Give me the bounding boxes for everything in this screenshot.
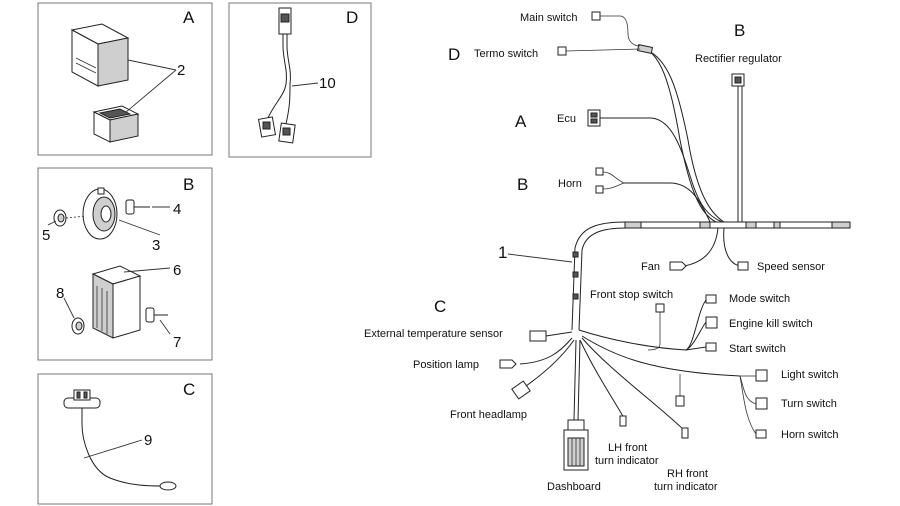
part-number-6: 6 xyxy=(173,262,181,279)
label-lh-front-line-1: LH front xyxy=(608,442,647,454)
regulator-drawing xyxy=(91,265,142,339)
screw-4-drawing xyxy=(125,199,150,215)
label-dashboard: Dashboard xyxy=(547,481,601,493)
part-number-10: 10 xyxy=(319,75,336,92)
part-number-3: 3 xyxy=(152,237,160,254)
panel-c-letter: C xyxy=(183,380,195,399)
temperature-sensor-drawing xyxy=(63,389,177,491)
label-start-switch: Start switch xyxy=(729,343,786,355)
leader-line xyxy=(291,82,319,87)
label-speed-sensor: Speed sensor xyxy=(757,261,825,273)
ecu-unit-drawing xyxy=(70,23,130,87)
part-number-7: 7 xyxy=(173,334,181,351)
turn-switch-connector xyxy=(755,397,768,410)
label-main-switch: Main switch xyxy=(520,12,577,24)
mode-switch-connector xyxy=(705,294,717,304)
label-front-stop-switch: Front stop switch xyxy=(590,289,673,301)
horn-connectors xyxy=(595,167,604,194)
leader-line xyxy=(63,297,75,319)
label-light-switch: Light switch xyxy=(781,369,838,381)
label-external-temperature-sensor: External temperature sensor xyxy=(364,328,503,340)
horn-switch-connector xyxy=(755,429,767,439)
section-letter-c: C xyxy=(434,297,446,316)
part-number-2: 2 xyxy=(177,62,185,79)
speed-sensor-connector xyxy=(737,261,749,271)
label-fan: Fan xyxy=(641,261,660,273)
label-engine-kill-switch: Engine kill switch xyxy=(729,318,813,330)
adapter-cable-drawing xyxy=(257,7,296,144)
leader-line xyxy=(125,69,177,113)
panel-b-letter: B xyxy=(183,175,194,194)
label-turn-switch: Turn switch xyxy=(781,398,837,410)
section-letter-b-horn: B xyxy=(517,175,528,194)
label-horn-switch: Horn switch xyxy=(781,429,838,441)
leader-line xyxy=(47,220,57,226)
panel-c: C 9 xyxy=(37,373,213,505)
section-letter-a: A xyxy=(515,112,527,131)
label-horn: Horn xyxy=(558,178,582,190)
harness-part-number: 1 xyxy=(498,243,507,262)
label-termo-switch: Termo switch xyxy=(474,48,538,60)
harness-labels: 1 D B A B C Main switch Termo switch Rec… xyxy=(364,12,838,493)
rectifier-regulator-connector xyxy=(731,73,745,87)
section-letter-b-top: B xyxy=(734,21,745,40)
ecu-connector xyxy=(587,109,601,127)
screw-7-drawing xyxy=(145,307,168,323)
panel-d-frame xyxy=(228,2,372,158)
main-harness xyxy=(499,11,851,471)
leader-line xyxy=(507,253,573,263)
fan-connector xyxy=(669,261,687,271)
label-ecu: Ecu xyxy=(557,113,576,125)
leader-line xyxy=(123,267,171,273)
label-position-lamp: Position lamp xyxy=(413,359,479,371)
label-rectifier-regulator: Rectifier regulator xyxy=(695,53,782,65)
leader-line xyxy=(127,59,177,71)
temperature-sensor-connector xyxy=(529,330,547,342)
panel-d-letter: D xyxy=(346,8,358,27)
label-front-headlamp: Front headlamp xyxy=(450,409,527,421)
label-rh-front-line-1: RH front xyxy=(667,468,708,480)
ecu-holder-drawing xyxy=(92,105,140,143)
headlamp-connector xyxy=(511,380,531,400)
label-rh-front-line-2: turn indicator xyxy=(654,481,718,493)
section-letter-d: D xyxy=(448,45,460,64)
dashboard-connector xyxy=(563,419,589,471)
part-number-8: 8 xyxy=(56,285,64,302)
start-switch-connector xyxy=(705,342,717,352)
part-number-9: 9 xyxy=(144,432,152,449)
label-mode-switch: Mode switch xyxy=(729,293,790,305)
panel-a: A 2 xyxy=(37,2,213,156)
engine-kill-switch-connector xyxy=(705,316,718,329)
leader-line xyxy=(83,439,143,459)
light-switch-connector xyxy=(755,369,768,382)
label-lh-front-line-2: turn indicator xyxy=(595,455,659,467)
part-number-5: 5 xyxy=(42,227,50,244)
nut-5-drawing xyxy=(53,209,67,227)
panel-b: B xyxy=(37,167,213,361)
leader-line xyxy=(118,219,161,236)
nut-8-drawing xyxy=(71,317,85,335)
panel-d: D 10 xyxy=(228,2,372,158)
panel-a-letter: A xyxy=(183,8,195,27)
horn-drawing xyxy=(82,187,118,240)
position-lamp-connector xyxy=(499,359,517,369)
leader-line xyxy=(159,319,171,335)
part-number-4: 4 xyxy=(173,201,181,218)
